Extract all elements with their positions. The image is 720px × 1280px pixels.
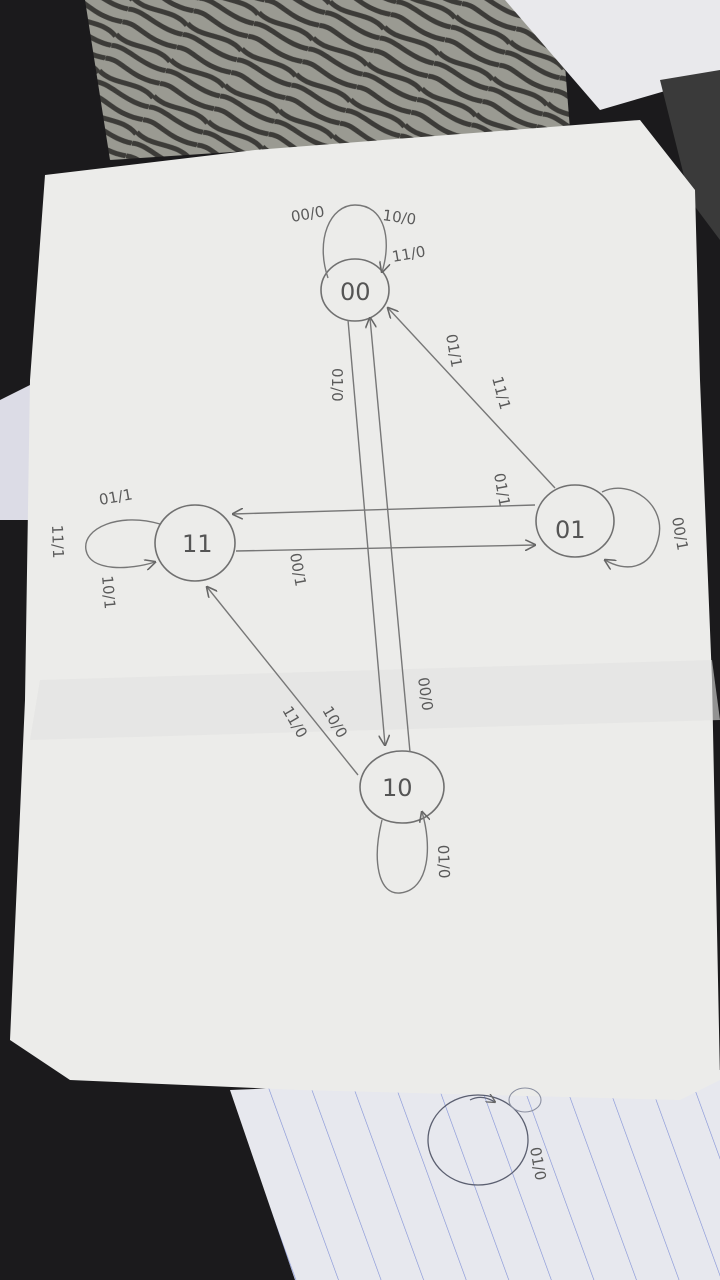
label-11-loop-b: 01/1 — [98, 485, 134, 509]
state-01: 01 — [535, 484, 615, 558]
label-10-to-00: 00/0 — [414, 676, 437, 712]
label-00-loop-b: 10/0 — [381, 206, 417, 229]
edge-10-self-loop — [376, 812, 427, 894]
edge-01-self-loop — [601, 487, 661, 567]
label-10-self-loop: 01/0 — [434, 845, 453, 879]
state-00-circle — [320, 258, 390, 322]
edge-01-to-11 — [233, 504, 536, 514]
device-edge — [660, 70, 720, 240]
notebook-edge-label: 01/0 — [526, 1146, 550, 1182]
notebook-sketch: 01/0 — [427, 1087, 550, 1186]
label-01-self-loop: 00/1 — [668, 516, 692, 552]
edge-01-to-00 — [388, 308, 556, 489]
label-01-to-00-a: 01/1 — [442, 333, 466, 369]
edge-11-self-loop — [85, 519, 161, 568]
label-00-to-10: 01/0 — [328, 368, 346, 402]
zebra-fabric — [85, 0, 570, 160]
state-01-label: 01 — [555, 516, 586, 544]
state-01-circle — [535, 484, 615, 558]
state-00: 00 — [320, 258, 390, 322]
state-10-circle — [359, 750, 445, 824]
label-11-loop-c: 10/1 — [98, 575, 119, 610]
label-11-to-01: 00/1 — [286, 552, 310, 588]
label-00-loop-a: 00/0 — [290, 202, 326, 226]
state-10: 10 — [359, 750, 445, 824]
state-11: 11 — [154, 504, 236, 582]
label-00-loop-c: 11/0 — [391, 242, 427, 266]
edge-00-to-10 — [347, 319, 385, 745]
notebook-page — [230, 1070, 720, 1280]
paper-fold-shadow — [30, 660, 720, 740]
state-11-circle — [154, 504, 236, 582]
label-01-to-11: 01/1 — [490, 472, 514, 508]
notebook-state-circle — [427, 1094, 529, 1186]
state-00-label: 00 — [340, 278, 371, 306]
notebook-arrow — [469, 1097, 495, 1102]
edge-00-self-loop — [322, 204, 386, 279]
edge-10-to-00 — [370, 318, 411, 753]
paper-sheet — [10, 120, 720, 1100]
state-11-label: 11 — [182, 530, 213, 558]
edge-10-to-11 — [207, 587, 359, 776]
label-11-loop-a: 11/1 — [48, 525, 67, 559]
notebook-small-circle — [508, 1087, 542, 1113]
edge-11-to-01 — [235, 545, 535, 552]
state-10-label: 10 — [382, 774, 413, 802]
